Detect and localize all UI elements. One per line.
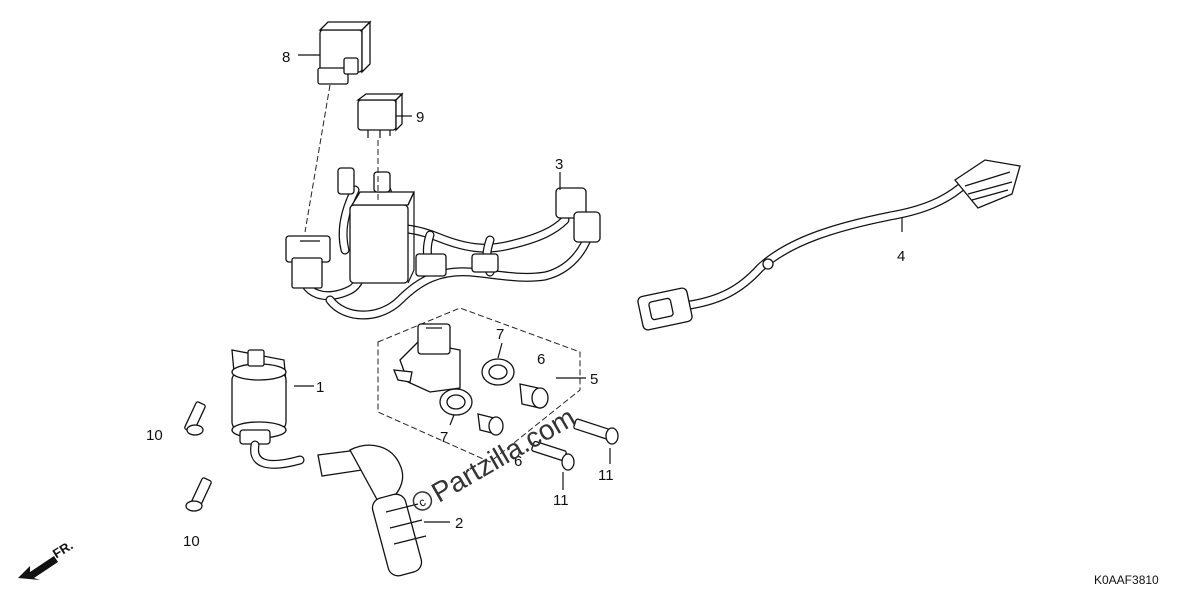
callout-11-right: 11 <box>598 467 614 484</box>
callout-6-lower: 6 <box>514 453 522 470</box>
callout-10-lower: 10 <box>183 533 200 550</box>
callout-10-upper: 10 <box>146 427 163 444</box>
callout-3: 3 <box>555 156 563 173</box>
grommet-part-7-upper[interactable] <box>481 358 515 386</box>
callout-9: 9 <box>416 109 424 126</box>
callout-8: 8 <box>282 49 290 66</box>
bolt-part-11-left[interactable] <box>531 440 575 471</box>
callout-2: 2 <box>455 515 463 532</box>
relay-part-9[interactable] <box>356 92 404 138</box>
grommet-part-7-lower[interactable] <box>439 388 473 416</box>
callout-7-upper: 7 <box>496 326 504 343</box>
wire-harness[interactable] <box>285 167 601 320</box>
callout-4: 4 <box>897 248 905 265</box>
spark-plug-cap-part-2[interactable] <box>317 444 427 578</box>
callout-5: 5 <box>590 371 598 388</box>
callout-11-left: 11 <box>553 492 569 509</box>
relay-box-part-8[interactable] <box>317 20 372 85</box>
collar-part-6-lower[interactable] <box>477 413 504 436</box>
bolt-part-10-lower[interactable] <box>185 477 212 512</box>
callout-6-upper: 6 <box>537 351 545 368</box>
sub-harness-part-4[interactable] <box>637 159 1021 331</box>
bolt-part-10-upper[interactable] <box>184 401 206 436</box>
callout-1: 1 <box>316 379 324 396</box>
copyright-icon <box>412 491 433 511</box>
ignition-coil-part-1[interactable] <box>231 349 305 469</box>
bolt-part-11-right[interactable] <box>573 418 619 445</box>
diagram-code: K0AAF3810 <box>1094 573 1159 587</box>
callout-7-lower: 7 <box>440 429 448 446</box>
bracket-part-5[interactable] <box>392 323 461 393</box>
front-direction-arrow-icon <box>18 556 58 580</box>
collar-part-6-upper[interactable] <box>519 383 549 409</box>
svg-text:c: c <box>416 495 428 510</box>
